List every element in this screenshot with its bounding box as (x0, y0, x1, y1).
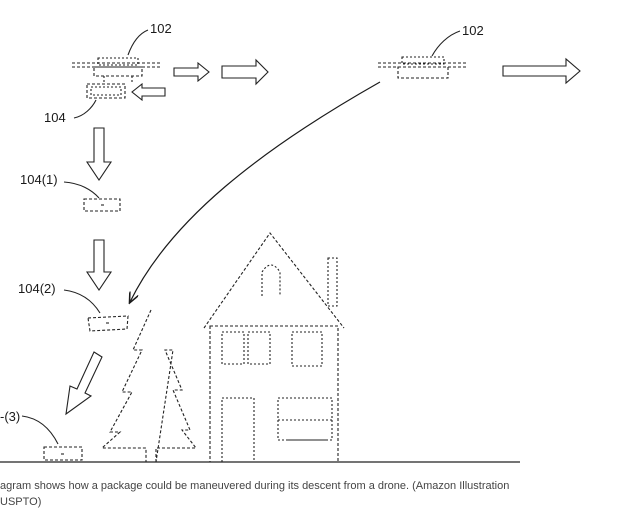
push-arrow-icon (131, 82, 166, 102)
tree (100, 309, 198, 463)
drone-left-leader-line (127, 29, 149, 56)
descent-arrow-icon-1 (85, 127, 113, 181)
package-step2-leader-line (63, 289, 101, 314)
drone-right (378, 56, 468, 79)
label-package-attached: 104 (44, 110, 66, 125)
package-attached-leader-line (73, 99, 97, 119)
flight-arrow-icon-1 (173, 61, 210, 83)
package-step3 (43, 446, 83, 461)
descent-arrow-icon-3 (65, 351, 103, 416)
package-step1-leader-line (63, 181, 100, 199)
caption-line-2: USPTO) (0, 496, 42, 508)
package-attached (86, 83, 126, 99)
caption-line-1: agram shows how a package could be maneu… (0, 480, 510, 492)
label-package-step1: 104(1) (20, 172, 58, 187)
image-caption: agram shows how a package could be maneu… (0, 478, 600, 510)
label-drone-right: 102 (462, 23, 484, 38)
flight-arrow-icon-2 (221, 58, 269, 86)
drone-right-leader-line (431, 30, 461, 57)
house (203, 232, 345, 463)
package-step3-leader-line (21, 415, 59, 445)
package-step2 (87, 315, 129, 332)
diagram-drawing: 102 102 104 104(1) 104(2) -(3) (0, 21, 581, 463)
release-trajectory-arrow (130, 81, 381, 302)
descent-arrow-icon-2 (85, 239, 113, 291)
label-package-step2: 104(2) (18, 281, 56, 296)
label-package-step3: -(3) (0, 409, 20, 424)
flight-arrow-icon-3 (502, 57, 581, 85)
drone-left (72, 57, 160, 83)
label-drone-left: 102 (150, 21, 172, 36)
package-step1 (83, 198, 121, 212)
